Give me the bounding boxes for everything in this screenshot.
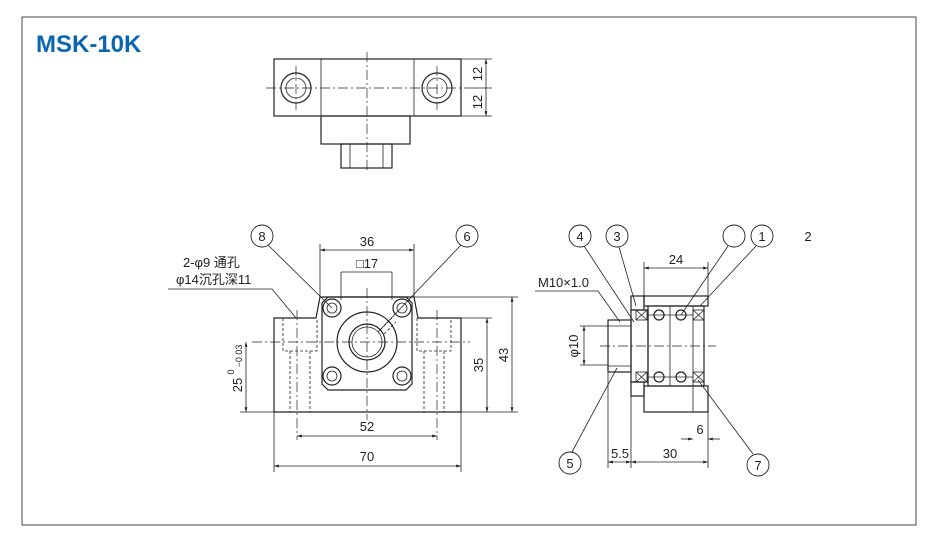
dim-square-17: □17 (356, 256, 378, 271)
dim-24: 24 (669, 252, 683, 267)
model-title: MSK-10K (36, 31, 142, 58)
hole-note-line1: 2-φ9 通孔 (183, 255, 240, 270)
dim-6: 6 (696, 422, 703, 437)
dim-35: 35 (471, 358, 486, 372)
callout-8: 8 (258, 229, 265, 244)
front-view: 36 □17 43 35 25 0 −0.03 52 70 2-φ9 通孔 φ1… (168, 224, 518, 472)
side-view: 24 φ10 5.5 30 6 M10×1.0 4 3 1 5 7 2 (535, 224, 812, 477)
dim-43: 43 (496, 348, 511, 362)
callout-5: 5 (566, 456, 573, 471)
stray-label-2: 2 (804, 229, 811, 244)
dim-25: 25 (230, 378, 245, 392)
dim-phi10: φ10 (566, 335, 581, 358)
dim-12-upper: 12 (470, 67, 485, 81)
dim-5-5: 5.5 (611, 446, 629, 461)
callout-7: 7 (754, 458, 761, 473)
thread-label: M10×1.0 (538, 275, 589, 290)
dim-70: 70 (360, 449, 374, 464)
dim-25-tol-upper: 0 (226, 369, 236, 374)
dim-30: 30 (663, 446, 677, 461)
dim-25-tol-lower: −0.03 (234, 345, 244, 368)
top-view: 12 12 (266, 52, 492, 172)
frame-border (21, 16, 917, 526)
callout-6: 6 (463, 229, 470, 244)
callout-blank (722, 224, 746, 248)
hole-note-line2: φ14沉孔深11 (176, 272, 251, 287)
dim-12-lower: 12 (470, 95, 485, 109)
callout-3: 3 (613, 229, 620, 244)
dim-52: 52 (360, 419, 374, 434)
dim-36: 36 (360, 234, 374, 249)
callout-1: 1 (758, 229, 765, 244)
callout-4: 4 (576, 229, 583, 244)
